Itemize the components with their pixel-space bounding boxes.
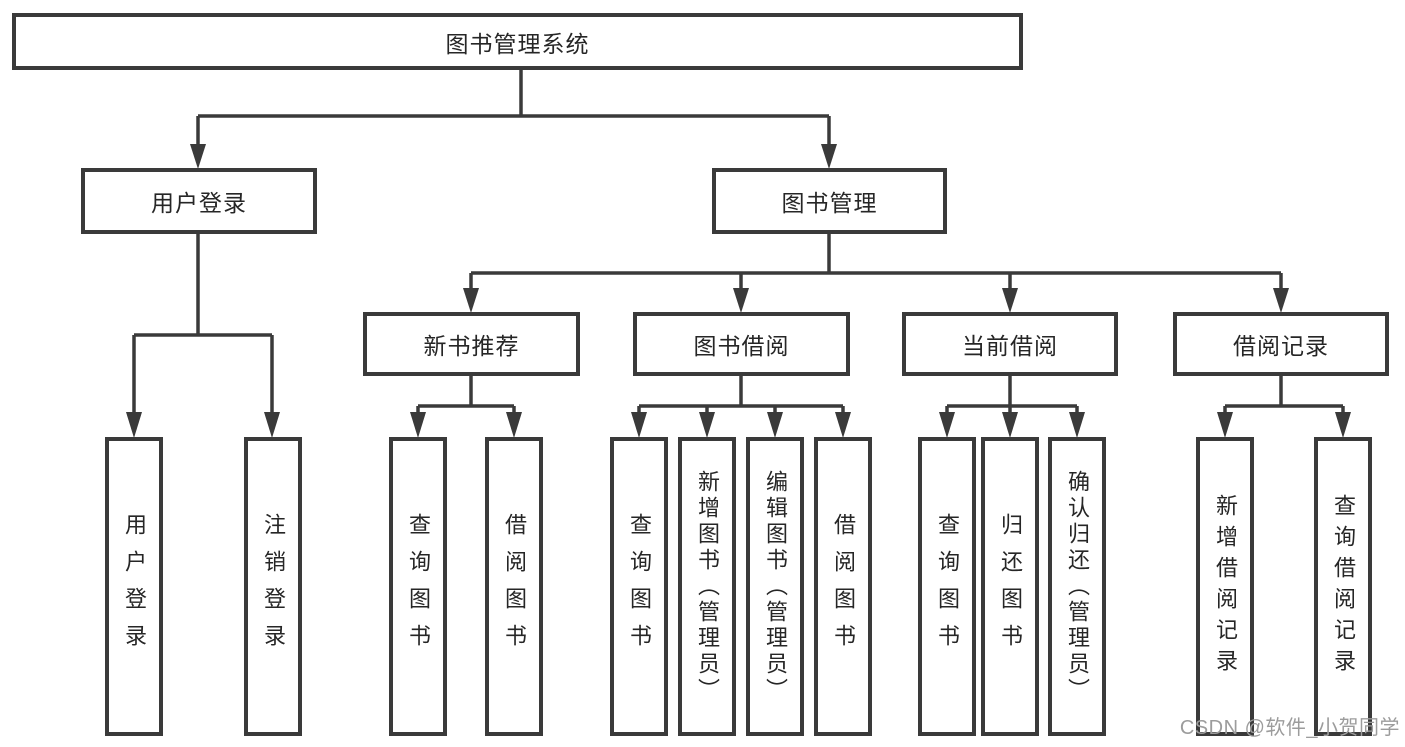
node-leaf-query-book-b-label: 查询图书 bbox=[627, 512, 652, 661]
node-leaf-add-borrow-record: 新增借阅记录 bbox=[1196, 437, 1254, 736]
node-leaf-return-book: 归还图书 bbox=[981, 437, 1039, 736]
node-leaf-add-borrow-record-label: 新增借阅记录 bbox=[1213, 493, 1238, 680]
node-leaf-query-borrow-record-label: 查询借阅记录 bbox=[1331, 493, 1356, 680]
csdn-watermark: CSDN @软件_小贺同学 bbox=[1179, 717, 1400, 739]
node-book-borrowing: 图书借阅 bbox=[633, 312, 850, 376]
node-leaf-logout-label: 注销登录 bbox=[261, 512, 286, 661]
node-library-system-label: 图书管理系统 bbox=[445, 30, 590, 57]
node-leaf-query-book-a: 查询图书 bbox=[389, 437, 447, 736]
node-leaf-borrow-book-b: 借阅图书 bbox=[814, 437, 872, 736]
node-leaf-borrow-book-a: 借阅图书 bbox=[485, 437, 543, 736]
node-user-login-label: 用户登录 bbox=[151, 190, 247, 216]
node-leaf-user-login-label: 用户登录 bbox=[122, 512, 147, 661]
node-leaf-query-book-b: 查询图书 bbox=[610, 437, 668, 736]
node-user-login: 用户登录 bbox=[81, 168, 317, 234]
node-book-management: 图书管理 bbox=[712, 168, 947, 234]
node-library-system: 图书管理系统 bbox=[12, 13, 1023, 70]
node-leaf-user-login: 用户登录 bbox=[105, 437, 163, 736]
node-borrowing-records-label: 借阅记录 bbox=[1233, 333, 1329, 359]
node-leaf-query-borrow-record: 查询借阅记录 bbox=[1314, 437, 1372, 736]
node-leaf-add-book-admin-label: 新增图书（管理员） bbox=[695, 469, 720, 704]
node-new-book-recommend-label: 新书推荐 bbox=[423, 333, 520, 359]
node-book-management-label: 图书管理 bbox=[781, 190, 878, 216]
node-leaf-logout: 注销登录 bbox=[244, 437, 302, 736]
node-leaf-query-book-c-label: 查询图书 bbox=[935, 512, 960, 661]
node-current-borrowing: 当前借阅 bbox=[902, 312, 1118, 376]
node-leaf-return-book-label: 归还图书 bbox=[998, 512, 1023, 661]
node-leaf-add-book-admin: 新增图书（管理员） bbox=[678, 437, 736, 736]
node-current-borrowing-label: 当前借阅 bbox=[962, 333, 1058, 359]
node-book-borrowing-label: 图书借阅 bbox=[693, 333, 790, 359]
node-leaf-confirm-return-admin-label: 确认归还（管理员） bbox=[1065, 469, 1090, 704]
node-new-book-recommend: 新书推荐 bbox=[363, 312, 580, 376]
node-borrowing-records: 借阅记录 bbox=[1173, 312, 1389, 376]
node-leaf-query-book-c: 查询图书 bbox=[918, 437, 976, 736]
node-leaf-query-book-a-label: 查询图书 bbox=[406, 512, 431, 661]
node-leaf-borrow-book-b-label: 借阅图书 bbox=[831, 512, 856, 661]
node-leaf-confirm-return-admin: 确认归还（管理员） bbox=[1048, 437, 1106, 736]
node-leaf-edit-book-admin: 编辑图书（管理员） bbox=[746, 437, 804, 736]
node-leaf-edit-book-admin-label: 编辑图书（管理员） bbox=[763, 469, 788, 704]
node-leaf-borrow-book-a-label: 借阅图书 bbox=[502, 512, 527, 661]
